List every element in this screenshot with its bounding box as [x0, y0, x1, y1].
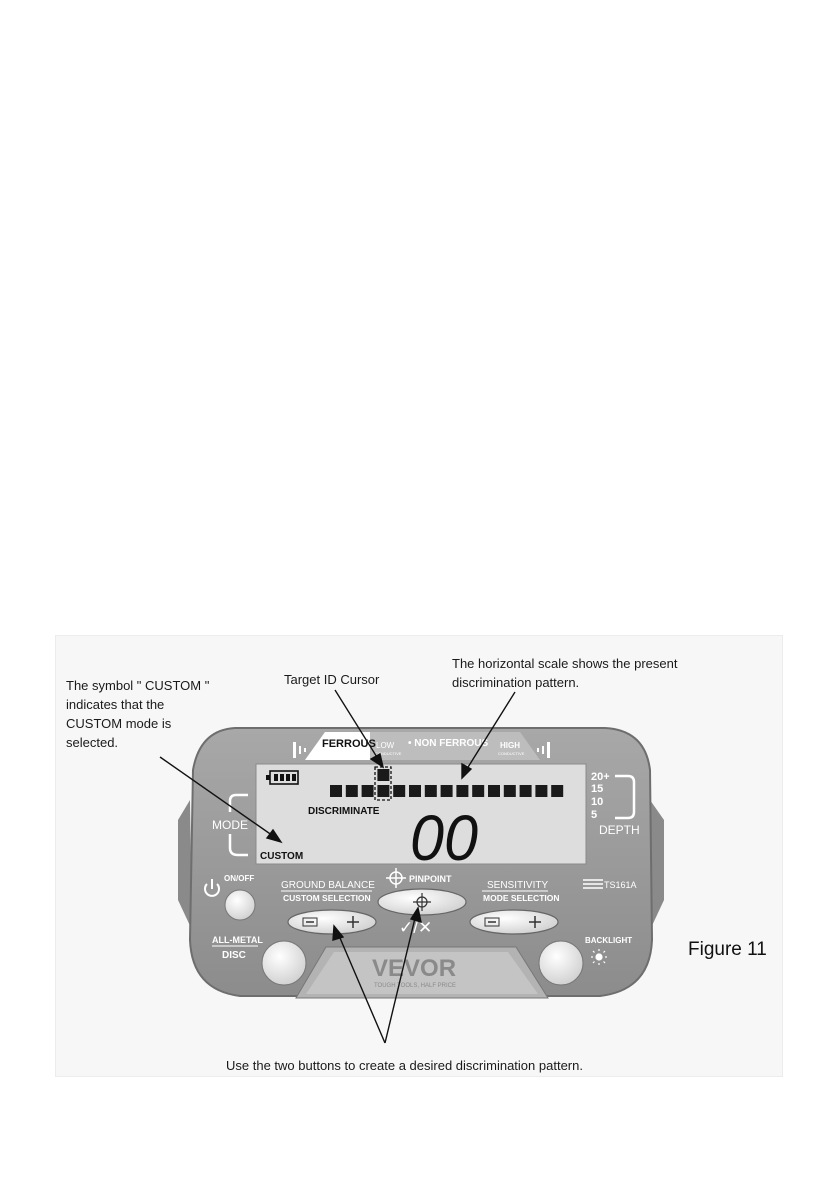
depth-indicator: 20+ 15 10 5 DEPTH	[591, 771, 640, 837]
scale-segment	[424, 785, 437, 797]
tab-non-ferrous: • NON FERROUS	[408, 738, 489, 749]
volume-high-icon	[537, 742, 550, 758]
scale-segment	[330, 785, 342, 797]
tab-high: HIGH	[500, 741, 520, 750]
annotation-custom-symbol: The symbol " CUSTOM " indicates that the…	[66, 678, 210, 750]
callout-lines	[159, 689, 516, 1044]
tab-low-sub: CONDUCTIVE	[375, 751, 402, 756]
scale-segment	[535, 785, 548, 797]
scale-segment	[345, 785, 358, 797]
lcd-target-id: 00	[410, 802, 478, 874]
depth-15: 15	[591, 783, 603, 795]
minus-icon[interactable]	[302, 917, 318, 927]
left-wing	[178, 800, 192, 930]
backlight-button[interactable]	[538, 940, 584, 986]
scale-segment	[488, 785, 500, 797]
scale-segment	[409, 785, 421, 797]
depth-10: 10	[591, 796, 603, 808]
lcd-custom: CUSTOM	[260, 851, 303, 862]
ground-balance-rocker[interactable]	[287, 909, 377, 935]
scale-segment	[503, 785, 516, 797]
tab-ferrous: FERROUS	[322, 738, 376, 750]
mode-bracket	[228, 793, 248, 857]
model-label: TS161A	[604, 880, 637, 890]
volume-low-icon	[293, 742, 306, 758]
depth-5: 5	[591, 809, 597, 821]
pinpoint-button-crosshair-icon	[413, 893, 431, 911]
depth-bracket	[615, 774, 636, 820]
backlight-label: BACKLIGHT	[585, 936, 632, 945]
scale-segment	[393, 785, 406, 797]
sun-icon	[591, 949, 607, 965]
depth-label: DEPTH	[599, 823, 640, 837]
pinpoint-label: PINPOINT	[409, 874, 452, 884]
scale-segment	[519, 785, 532, 797]
disc-label: DISC	[222, 950, 246, 961]
confirm-cancel-label: ✓/✕	[399, 918, 432, 937]
brand-plate-inner	[306, 952, 538, 994]
annotation-target-id-cursor: Target ID Cursor	[284, 672, 380, 687]
ferrous-tab	[305, 732, 370, 760]
mode-selection-label: MODE SELECTION	[483, 893, 560, 903]
all-metal-disc-button[interactable]	[261, 940, 307, 986]
lcd-discriminate: DISCRIMINATE	[308, 806, 380, 817]
scale-segment	[440, 785, 453, 797]
scale-segment	[472, 785, 485, 797]
depth-20: 20+	[591, 771, 610, 783]
scale-segment	[551, 785, 564, 797]
model-lines-icon	[583, 879, 603, 889]
scale-segment	[456, 785, 469, 797]
discrimination-scale	[330, 769, 564, 797]
brand-tagline: TOUGH TOOLS, HALF PRICE	[374, 983, 456, 989]
mode-label: MODE	[212, 818, 248, 832]
sensitivity-minus-icon[interactable]	[484, 917, 500, 927]
battery-icon	[266, 770, 299, 785]
on-off-button[interactable]	[224, 889, 256, 921]
plus-icon[interactable]	[347, 916, 359, 928]
sensitivity-plus-icon[interactable]	[529, 916, 541, 928]
brand-logo: VEVOR	[372, 955, 456, 982]
ground-balance-label: GROUND BALANCE	[281, 880, 375, 891]
figure-label: Figure 11	[688, 939, 767, 960]
annotation-horizontal-scale: The horizontal scale shows the present d…	[452, 656, 678, 690]
power-icon	[204, 879, 220, 897]
crosshair-icon	[386, 868, 406, 888]
annotation-buttons: Use the two buttons to create a desired …	[226, 1058, 583, 1073]
on-off-label: ON/OFF	[224, 874, 254, 883]
custom-selection-label: CUSTOM SELECTION	[283, 893, 371, 903]
scale-segment	[377, 785, 390, 797]
sensitivity-label: SENSITIVITY	[487, 880, 548, 891]
target-id-marker	[377, 769, 390, 781]
right-wing	[650, 800, 664, 930]
all-metal-label: ALL-METAL	[212, 935, 263, 945]
sensitivity-rocker[interactable]	[469, 909, 559, 935]
scale-segment	[361, 785, 374, 797]
tab-low: LOW	[376, 741, 395, 750]
lcd-screen	[255, 763, 587, 865]
tab-high-sub: CONDUCTIVE	[498, 751, 525, 756]
